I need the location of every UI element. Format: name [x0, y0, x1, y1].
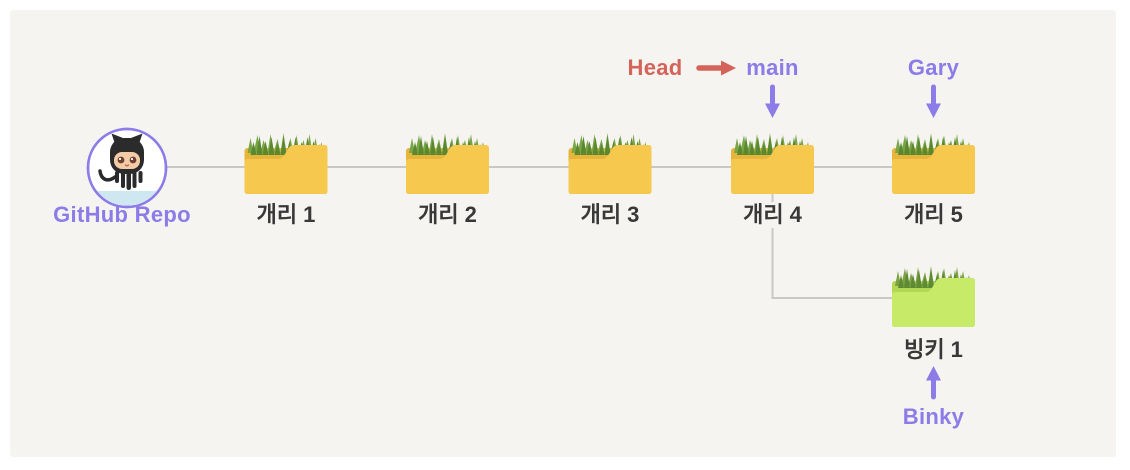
main-down-arrow-icon [765, 84, 780, 118]
commit-folder-1 [244, 133, 328, 194]
commit-label-5: 개리 5 [898, 202, 969, 228]
binky-branch-label: Binky [902, 404, 965, 429]
github-octocat-icon [86, 127, 168, 209]
main-branch-label: main [746, 55, 799, 80]
commit-label-1: 개리 1 [250, 202, 322, 228]
branch-commit-folder [892, 266, 975, 327]
gary-down-arrow-icon [926, 84, 941, 118]
binky-up-arrow-icon [926, 366, 941, 400]
commit-folder-3 [568, 133, 652, 194]
commit-label-4: 개리 4 [737, 202, 808, 228]
feature-branch-line [771, 194, 892, 299]
head-pointer-label: Head [627, 55, 683, 80]
branch-commit-label: 빙키 1 [898, 337, 969, 363]
commit-label-3: 개리 3 [574, 202, 646, 228]
commit-folder-4 [731, 133, 814, 194]
commit-folder-5 [892, 133, 975, 194]
gary-branch-label: Gary [907, 55, 960, 80]
head-right-arrow-icon [696, 60, 736, 76]
github-repo-label: GitHub Repo [53, 202, 191, 227]
commit-label-2: 개리 2 [412, 202, 483, 228]
commit-folder-2 [406, 133, 489, 194]
